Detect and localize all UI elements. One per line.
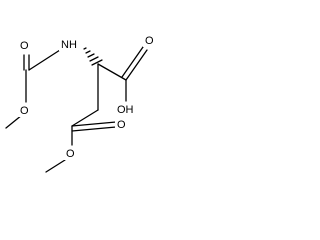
atom-nh: NH (61, 39, 77, 51)
bond-carbamate-o-methyl (5, 114, 23, 129)
bond-ester-o-methyl (45, 159, 66, 173)
atom-o-ester-carbonyl: O (117, 119, 126, 131)
bond-acid-c-o-double-a (125, 49, 148, 81)
atom-o-acid-carbonyl: O (145, 35, 154, 47)
bond-ester-c-o-double-b (71, 126, 117, 132)
bond-ester-c-o-double-a (71, 121, 117, 127)
bond-n-alpha-hashed (83, 47, 103, 66)
bond-alpha-carboxyl (97, 63, 127, 81)
bond-ch2-ester (71, 109, 99, 127)
structure-diagram: O NH O O OH O O (5, 33, 157, 173)
atom-o-ester-ether: O (66, 148, 75, 160)
bond-layer (5, 46, 148, 173)
bond-carbamate-c-n (28, 49, 61, 71)
atom-o-carbamate-ether: O (20, 105, 29, 117)
atom-o-carbamate-carbonyl: O (20, 40, 29, 52)
atom-labels: O NH O O OH O O (18, 33, 157, 160)
atom-oh: OH (117, 104, 134, 116)
bond-acid-c-o-double-b (121, 46, 144, 78)
